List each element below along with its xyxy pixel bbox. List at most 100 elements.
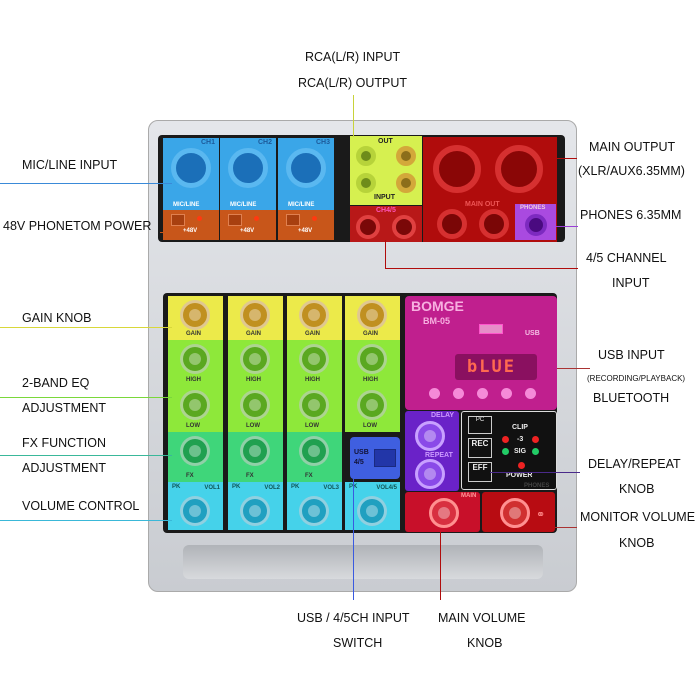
gain-knob[interactable]	[240, 300, 270, 330]
gain-knob[interactable]	[180, 300, 210, 330]
high-eq-label: HIGH	[305, 377, 320, 383]
volume-section: VOL4/5PK	[345, 482, 400, 530]
usb-callout-3: BLUETOOTH	[593, 391, 670, 405]
low-eq-knob[interactable]	[299, 390, 329, 420]
high-eq-knob[interactable]	[180, 344, 210, 374]
mic-line-label: MIC/LINE	[173, 202, 200, 208]
phantom-power-panel: MIC/LINE+48V	[163, 202, 219, 240]
main-out-r-jack[interactable]	[479, 209, 509, 239]
monitor-phones-label: PHONES	[524, 483, 550, 489]
high-eq-section: HIGH	[168, 340, 223, 386]
phones-jack-label: PHONES	[520, 205, 546, 211]
eq-callout-1: 2-BAND EQ	[22, 376, 90, 390]
media-button-3[interactable]	[477, 388, 488, 399]
monitor-volume-panel: PHONES ⚭	[482, 483, 555, 532]
high-eq-label: HIGH	[246, 377, 261, 383]
clip-led-l	[502, 436, 509, 443]
pc-button[interactable]: PC	[468, 416, 492, 434]
xlr-r-jack[interactable]	[495, 145, 543, 193]
bottom-handle	[183, 545, 543, 579]
phantom-switch[interactable]	[286, 214, 300, 226]
phones-jack[interactable]	[525, 214, 547, 236]
fx-knob[interactable]	[240, 436, 270, 466]
mic-line-label: MIC/LINE	[288, 202, 315, 208]
switch-line	[353, 478, 354, 600]
fx-section: FX	[228, 432, 283, 482]
low-eq-section: LOW	[228, 386, 283, 432]
gain-label: GAIN	[186, 331, 201, 337]
low-eq-knob[interactable]	[180, 390, 210, 420]
channel-2-input-panel: CH2	[220, 138, 276, 210]
media-button-1[interactable]	[429, 388, 440, 399]
channel-1-input-panel: CH1	[163, 138, 219, 210]
high-eq-knob[interactable]	[299, 344, 329, 374]
sig-led-l	[502, 448, 509, 455]
usb-45-switch[interactable]: USB 4/5	[350, 437, 400, 479]
low-eq-label: LOW	[305, 423, 319, 429]
delay-knob[interactable]	[415, 421, 445, 451]
gain-section: GAIN	[345, 296, 400, 340]
high-eq-section: HIGH	[287, 340, 342, 386]
gain-knob[interactable]	[357, 300, 387, 330]
xlr-l-jack[interactable]	[433, 145, 481, 193]
volume-knob[interactable]	[240, 496, 270, 526]
phantom-callout: 48V PHONETOM POWER	[3, 219, 152, 233]
ch45-r-jack[interactable]	[392, 215, 416, 239]
rca-out-l-jack[interactable]	[356, 146, 376, 166]
volume-knob[interactable]	[357, 496, 387, 526]
gain-label: GAIN	[246, 331, 261, 337]
rec-button[interactable]: REC	[468, 438, 492, 458]
delay-callout-1: DELAY/REPEAT	[588, 457, 681, 471]
switch-toggle[interactable]	[374, 449, 396, 467]
combo-jack[interactable]	[171, 148, 211, 188]
fx-callout-2: ADJUSTMENT	[22, 461, 107, 475]
rca-in-r-jack[interactable]	[396, 173, 416, 193]
main-label: MAIN	[461, 493, 477, 499]
rca-in-l-jack[interactable]	[356, 173, 376, 193]
monitor-line	[555, 527, 577, 528]
phantom-label: +48V	[240, 228, 255, 234]
fx-line	[0, 455, 172, 456]
low-eq-knob[interactable]	[240, 390, 270, 420]
high-eq-section: HIGH	[228, 340, 283, 386]
phantom-switch[interactable]	[171, 214, 185, 226]
usb-port[interactable]	[479, 324, 503, 334]
main-out-l-jack[interactable]	[437, 209, 467, 239]
main-volume-knob[interactable]	[429, 498, 459, 528]
rca-out-r-jack[interactable]	[396, 146, 416, 166]
gain-section: GAIN	[228, 296, 283, 340]
main-volume-line	[440, 532, 441, 600]
eff-button[interactable]: EFF	[468, 462, 492, 482]
display-text: bLUE	[467, 357, 516, 377]
phantom-switch[interactable]	[228, 214, 242, 226]
combo-jack[interactable]	[228, 148, 268, 188]
fx-section: FX	[287, 432, 342, 482]
volume-knob[interactable]	[299, 496, 329, 526]
monitor-volume-knob[interactable]	[500, 498, 530, 528]
phantom-led	[254, 216, 259, 221]
high-eq-knob[interactable]	[357, 344, 387, 374]
main-output-line	[557, 158, 577, 159]
fx-knob[interactable]	[180, 436, 210, 466]
phantom-led	[197, 216, 202, 221]
peak-label: PK	[172, 484, 181, 490]
combo-jack[interactable]	[286, 148, 326, 188]
ch45-l-jack[interactable]	[356, 215, 380, 239]
fx-section: FX	[168, 432, 223, 482]
usb-callout-1: USB INPUT	[598, 348, 665, 362]
media-button-4[interactable]	[501, 388, 512, 399]
repeat-knob[interactable]	[415, 459, 445, 489]
phones-callout: PHONES 6.35MM	[580, 208, 682, 222]
fx-knob[interactable]	[299, 436, 329, 466]
media-button-2[interactable]	[453, 388, 464, 399]
headphones-icon: ⚭	[536, 509, 546, 521]
power-led	[518, 462, 525, 469]
main-out-label: MAIN OUT	[465, 201, 500, 208]
gain-knob[interactable]	[299, 300, 329, 330]
media-button-5[interactable]	[525, 388, 536, 399]
delay-label: DELAY	[431, 412, 455, 419]
volume-knob[interactable]	[180, 496, 210, 526]
clip-led-r	[532, 436, 539, 443]
low-eq-knob[interactable]	[357, 390, 387, 420]
high-eq-knob[interactable]	[240, 344, 270, 374]
